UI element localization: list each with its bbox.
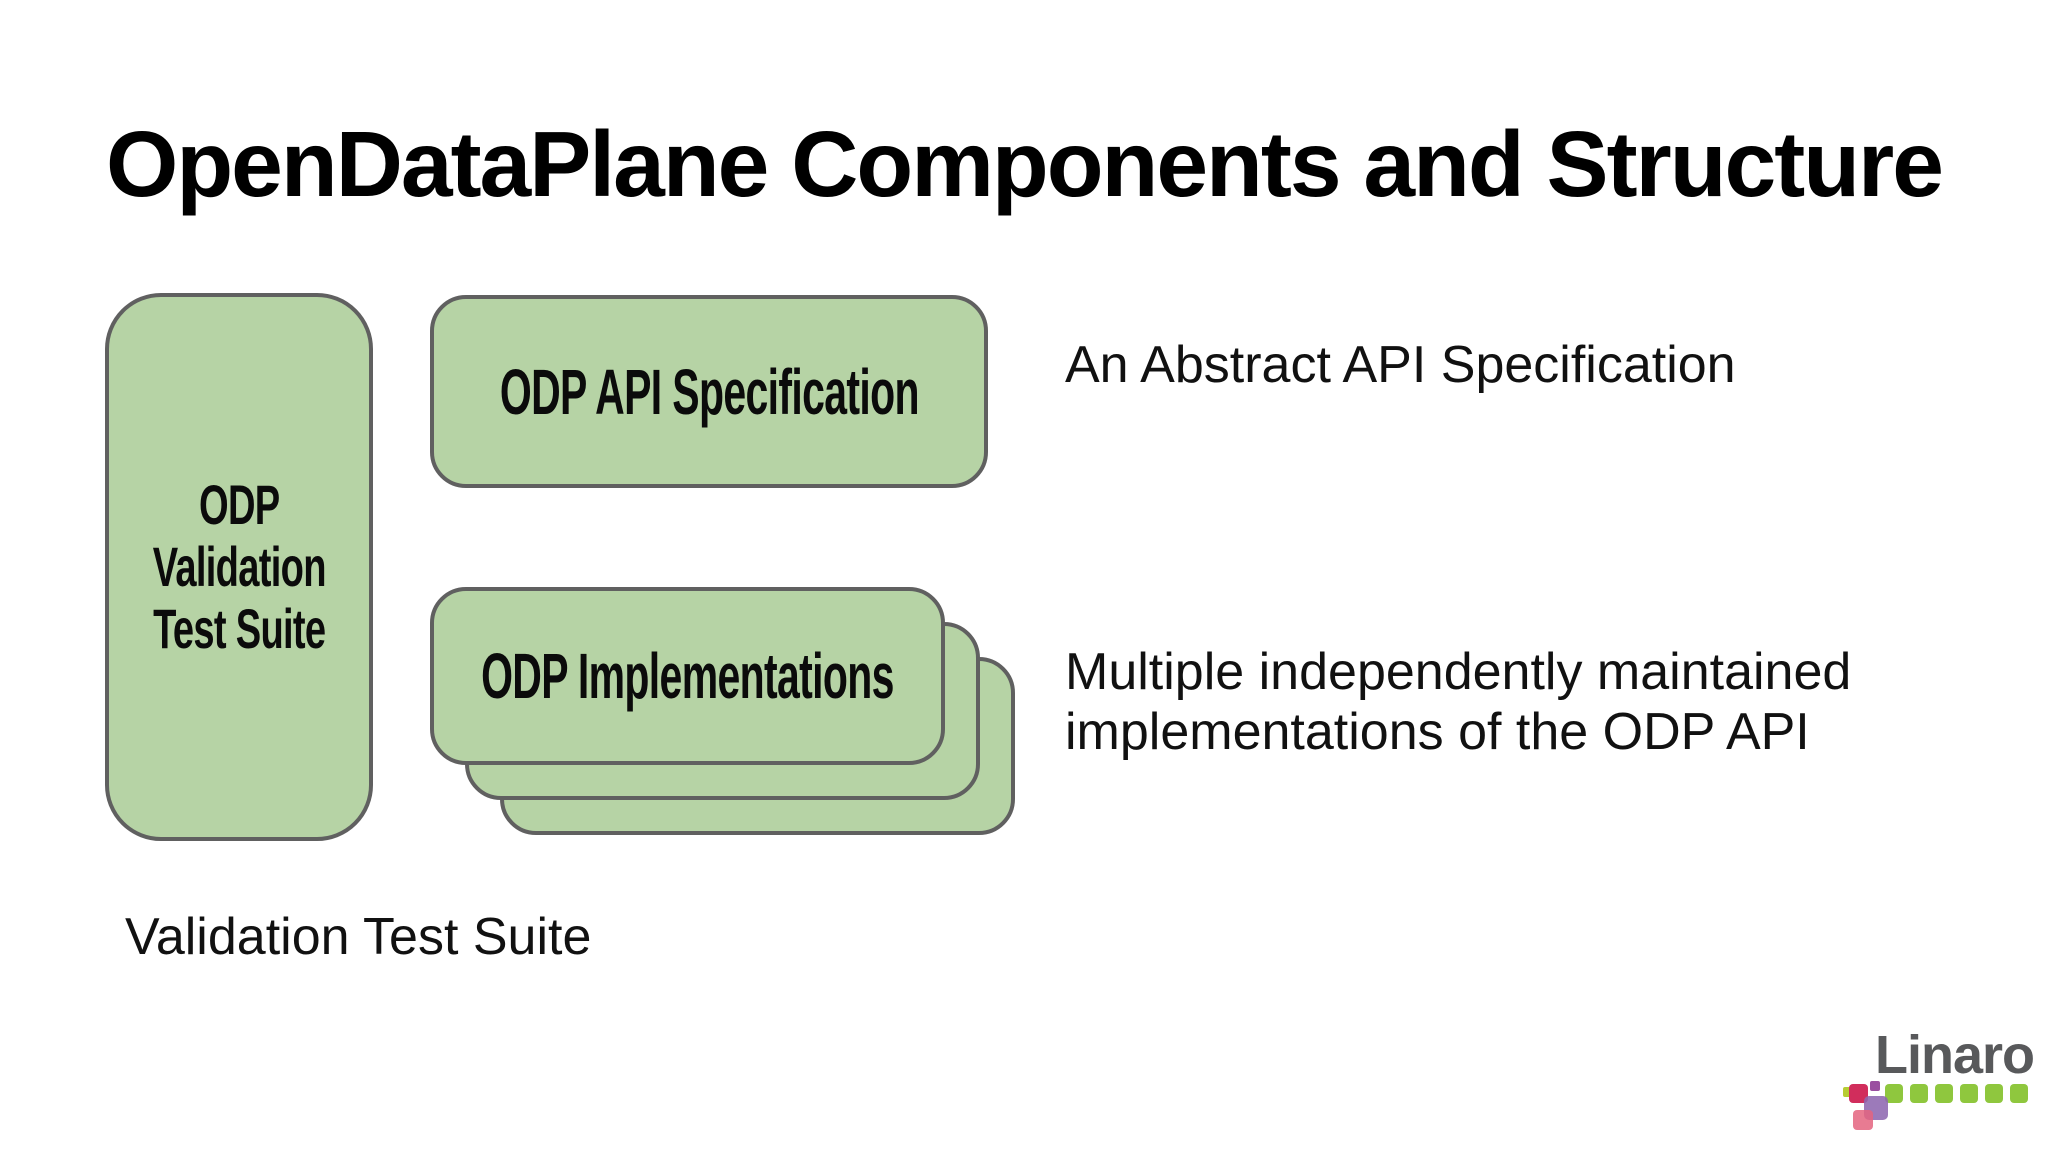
odp-api-specification-box: ODP API Specification bbox=[430, 295, 988, 488]
implementations-annotation-line-1: Multiple independently maintained bbox=[1065, 643, 1852, 701]
linaro-logo-crimson-square-icon bbox=[1849, 1084, 1868, 1103]
odp-validation-test-suite-box: ODP Validation Test Suite bbox=[105, 293, 373, 841]
validation-annotation: Validation Test Suite bbox=[125, 908, 592, 966]
odp-implementations-box-front: ODP Implementations bbox=[430, 587, 945, 765]
linaro-logo-small-purple-square-icon bbox=[1870, 1081, 1880, 1091]
linaro-logo-lime-square-icon bbox=[1843, 1087, 1853, 1097]
linaro-logo-wordmark: Linaro bbox=[1875, 1025, 2035, 1085]
label-line-1: ODP bbox=[198, 473, 280, 536]
implementations-annotation-line-2: implementations of the ODP API bbox=[1065, 703, 1810, 761]
slide-title: OpenDataPlane Components and Structure bbox=[106, 112, 1944, 216]
label-line-3: Test Suite bbox=[152, 597, 326, 660]
implementations-annotation: Multiple independently maintained implem… bbox=[1065, 642, 1851, 762]
linaro-logo: Linaro bbox=[1843, 1025, 2048, 1140]
odp-api-specification-label: ODP API Specification bbox=[499, 355, 919, 428]
linaro-logo-green-squares-icon bbox=[1885, 1084, 2028, 1103]
label-line-2: Validation bbox=[152, 535, 326, 598]
odp-validation-test-suite-label: ODP Validation Test Suite bbox=[152, 473, 326, 660]
api-spec-annotation: An Abstract API Specification bbox=[1065, 336, 1736, 394]
linaro-logo-pink-square-icon bbox=[1853, 1110, 1873, 1130]
odp-implementations-label: ODP Implementations bbox=[481, 640, 894, 712]
